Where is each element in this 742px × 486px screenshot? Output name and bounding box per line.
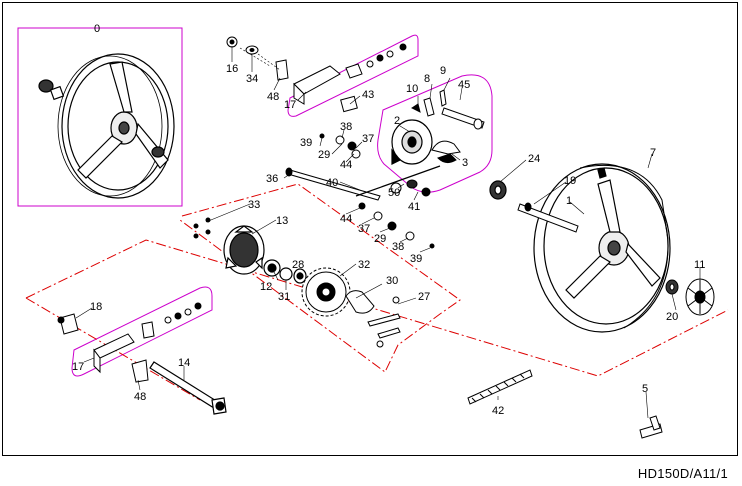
callout-37-upper: 37 bbox=[362, 133, 374, 145]
callout-27: 27 bbox=[418, 291, 430, 303]
callout-45: 45 bbox=[458, 79, 470, 91]
callout-labels: 0 16 34 48 17 43 10 8 9 45 2 3 24 7 19 1… bbox=[72, 23, 705, 417]
callout-17-lower: 17 bbox=[72, 361, 84, 373]
bolt-parts-36-40 bbox=[285, 165, 441, 201]
callout-24: 24 bbox=[528, 153, 540, 165]
section-line-sprocket-group bbox=[179, 183, 461, 373]
axle-sleeve-part-1 bbox=[517, 202, 579, 233]
callout-3: 3 bbox=[462, 157, 468, 169]
callout-18: 18 bbox=[90, 301, 102, 313]
assembly-box-lower-spacers bbox=[71, 286, 213, 377]
complete-wheel-illustration bbox=[38, 53, 175, 199]
callout-50: 50 bbox=[388, 187, 400, 199]
callout-34: 34 bbox=[246, 73, 258, 85]
callout-43: 43 bbox=[362, 89, 374, 101]
callout-39-upper: 39 bbox=[300, 137, 312, 149]
assembly-box-drum-hub bbox=[377, 74, 493, 193]
callout-16: 16 bbox=[226, 63, 238, 75]
drive-chain-part-42 bbox=[467, 369, 533, 405]
callout-38-upper: 38 bbox=[340, 121, 352, 133]
callout-19: 19 bbox=[564, 175, 576, 187]
callout-36: 36 bbox=[266, 173, 278, 185]
spacer-cluster-lower bbox=[57, 302, 202, 383]
callout-31: 31 bbox=[278, 291, 290, 303]
hub-cap-part-11 bbox=[685, 278, 715, 316]
assembly-box-complete-wheel bbox=[17, 27, 183, 207]
callout-17-top: 17 bbox=[284, 99, 296, 111]
callout-8: 8 bbox=[424, 73, 430, 85]
callout-11: 11 bbox=[694, 259, 705, 271]
callout-20: 20 bbox=[666, 311, 678, 323]
callout-9: 9 bbox=[440, 65, 446, 77]
leader-lines bbox=[75, 46, 701, 419]
callout-48-lower: 48 bbox=[134, 391, 146, 403]
callout-29-lower: 29 bbox=[374, 233, 386, 245]
drawing-code: HD150D/A11/1 bbox=[637, 466, 728, 481]
callout-44-lower: 44 bbox=[340, 213, 352, 225]
callout-1: 1 bbox=[566, 195, 572, 207]
callout-5: 5 bbox=[642, 383, 648, 395]
callout-14: 14 bbox=[178, 357, 190, 369]
bearing-part-20 bbox=[665, 279, 679, 295]
callout-39-lower: 39 bbox=[410, 253, 422, 265]
valve-part-5 bbox=[639, 415, 663, 439]
callout-28: 28 bbox=[292, 259, 304, 271]
callout-10: 10 bbox=[406, 83, 418, 95]
small-bolts-part-33 bbox=[193, 217, 211, 239]
bearing-part-24 bbox=[489, 180, 507, 200]
callout-37-lower: 37 bbox=[358, 223, 370, 235]
callout-32: 32 bbox=[358, 259, 370, 271]
lock-washer-part-30 bbox=[345, 290, 375, 314]
axle-part-14 bbox=[149, 361, 227, 415]
callout-2: 2 bbox=[394, 115, 400, 127]
callout-13: 13 bbox=[276, 215, 288, 227]
sprocket-hub-part-13 bbox=[223, 225, 307, 284]
callout-30: 30 bbox=[386, 275, 398, 287]
cam-parts-8-9-10-45 bbox=[411, 89, 485, 130]
bolts-part-27 bbox=[367, 296, 401, 348]
callout-40: 40 bbox=[326, 177, 338, 189]
brake-shoe-part-3 bbox=[431, 140, 461, 164]
wheel-rim-illustration bbox=[533, 163, 671, 333]
drive-sprocket-part-32 bbox=[301, 267, 351, 317]
diagram-frame bbox=[2, 2, 738, 456]
callout-12: 12 bbox=[260, 281, 272, 293]
callout-48-top: 48 bbox=[267, 91, 279, 103]
callout-29-upper: 29 bbox=[318, 149, 330, 161]
spacer-cluster-top bbox=[226, 36, 407, 113]
brake-drum-part-2 bbox=[391, 119, 433, 165]
callout-41: 41 bbox=[408, 201, 420, 213]
assembly-box-upper-spacers bbox=[287, 34, 419, 117]
callout-7: 7 bbox=[650, 147, 656, 159]
callout-33: 33 bbox=[248, 199, 260, 211]
callout-44-upper: 44 bbox=[340, 159, 352, 171]
callout-0: 0 bbox=[94, 23, 100, 35]
callout-42: 42 bbox=[492, 405, 504, 417]
callout-38-lower: 38 bbox=[392, 241, 404, 253]
